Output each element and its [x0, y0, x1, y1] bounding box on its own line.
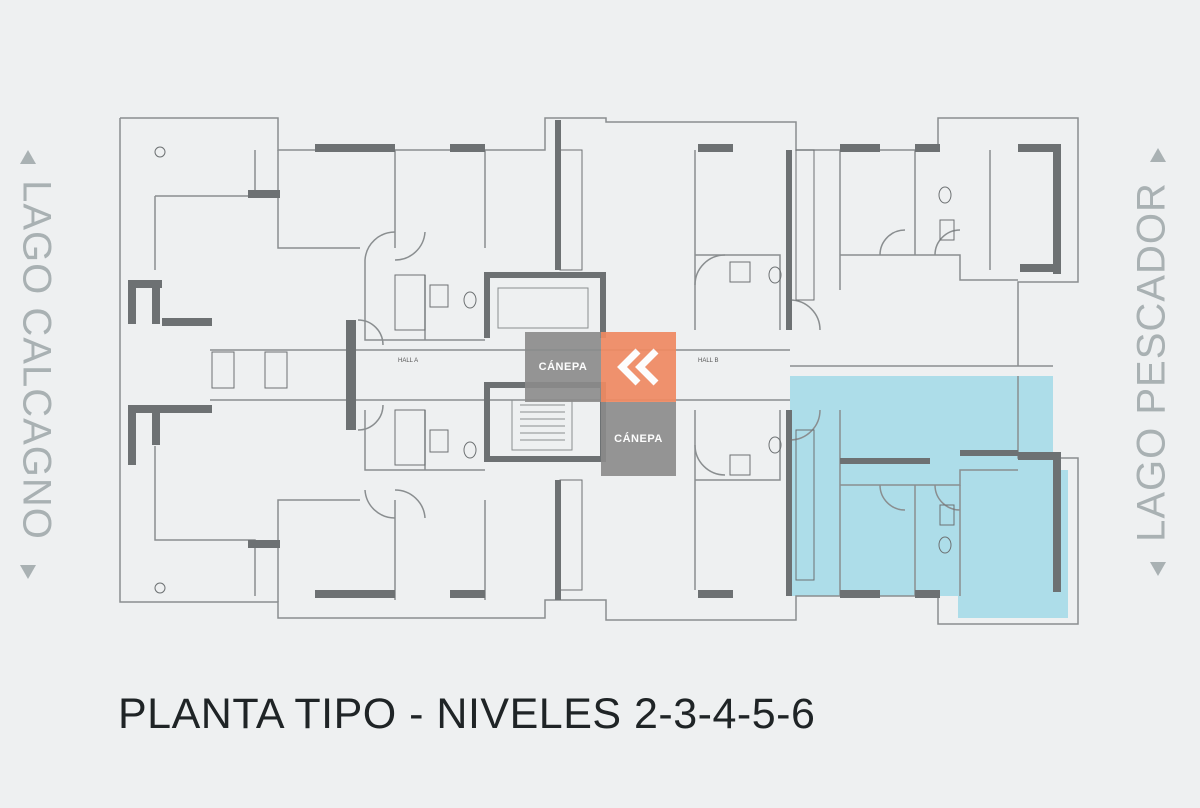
canepa-logo-mark — [601, 332, 676, 402]
right-side-label: LAGO PESCADOR — [1129, 182, 1174, 542]
arrow-up-icon-right — [1150, 148, 1166, 162]
canepa-logo-box-top: CÁNEPA — [525, 332, 601, 402]
arrow-up-icon-left — [20, 150, 36, 164]
canepa-logo-box-bottom: CÁNEPA — [601, 402, 676, 476]
left-side-label: LAGO CALCAGNO — [14, 180, 59, 540]
arrow-down-icon-right — [1150, 562, 1166, 576]
canepa-logo-text-bottom: CÁNEPA — [614, 433, 663, 445]
bathroom-fixtures — [154, 146, 955, 594]
hall-b-label: HALL B — [698, 358, 719, 364]
canepa-logo-text-top: CÁNEPA — [538, 361, 588, 373]
arrow-down-icon-left — [20, 565, 36, 579]
plan-title: PLANTA TIPO - NIVELES 2-3-4-5-6 — [118, 690, 816, 738]
staircase — [497, 287, 589, 451]
highlighted-unit — [790, 376, 1068, 618]
double-chevron-left-icon — [616, 348, 658, 386]
structural-walls — [128, 120, 1061, 600]
hall-a-label: HALL A — [398, 358, 419, 364]
